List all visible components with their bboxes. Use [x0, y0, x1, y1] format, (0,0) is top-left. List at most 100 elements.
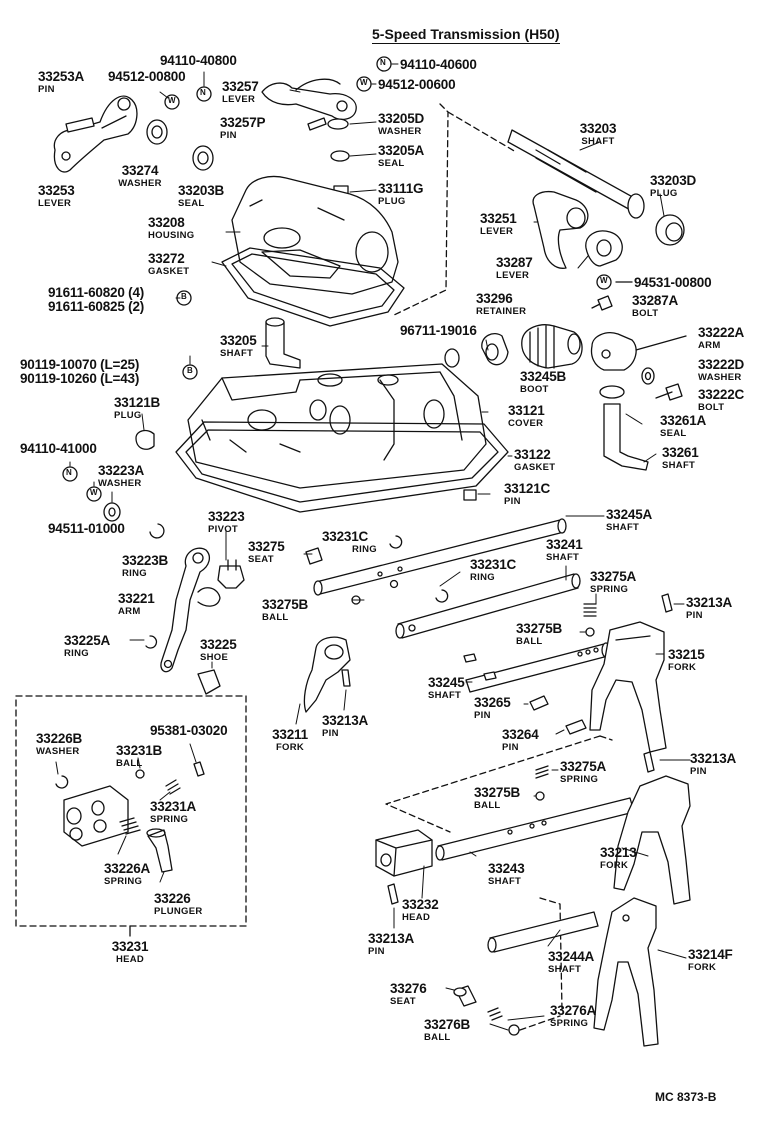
- diagram-title: 5-Speed Transmission (H50): [372, 26, 560, 44]
- pin-small-b: [483, 671, 497, 681]
- pin-33213A-a: [661, 593, 673, 613]
- washer-33226B: [55, 775, 69, 789]
- plug-33121B: [135, 429, 155, 450]
- symbol-n: N: [200, 88, 206, 97]
- arm-33222A: [590, 332, 687, 371]
- fork-33213: [613, 775, 691, 905]
- ball-33275B-extra: [389, 579, 399, 589]
- label-94512-00800: 94512-00800: [108, 69, 186, 84]
- symbol-b: B: [181, 292, 187, 301]
- pin-33265: [529, 695, 549, 711]
- pin-33264: [565, 719, 587, 735]
- ball-33231B: [135, 769, 145, 779]
- pin-33213A-c: [643, 751, 655, 773]
- shaft-33245A: [313, 518, 567, 596]
- ring-33231C-a: [389, 535, 403, 549]
- shaft-33205: [265, 317, 301, 369]
- cover-33121: [187, 363, 487, 489]
- pin-33213A-b: [341, 669, 351, 687]
- label-91611-60825: 91611-60825 (2): [48, 299, 145, 314]
- leader-lines: [55, 63, 691, 1031]
- dashed-guide-housing: [391, 103, 449, 317]
- ring-96711-19016: [444, 348, 460, 368]
- lever-33251: [532, 190, 589, 269]
- head-33231-body: [63, 785, 129, 847]
- head-33232: [375, 829, 433, 877]
- seal-33203B: [192, 145, 214, 171]
- seat-33275: [305, 547, 323, 565]
- symbol-w: W: [90, 488, 98, 497]
- washer-33223A: [103, 502, 121, 522]
- label-90119-10070: 90119-10070 (L=25): [20, 357, 140, 372]
- plunger-33226: [146, 828, 173, 873]
- pin-33213A-d: [387, 883, 399, 905]
- ring-33223B: [149, 523, 165, 539]
- lever-33287: [585, 230, 623, 267]
- symbol-n: N: [66, 468, 72, 477]
- shaft-33245: [465, 642, 611, 693]
- seal-33205A: [330, 150, 350, 162]
- label-94511-01000: 94511-01000: [48, 521, 125, 536]
- spring-33276A: [487, 1007, 503, 1021]
- pin-95381: [193, 761, 205, 777]
- shaft-33203: [507, 129, 645, 219]
- pin-33121C: [463, 489, 477, 501]
- dashed-guide-lower-c: [539, 897, 563, 1011]
- lever-33253: [53, 95, 138, 173]
- label-94110-41000: 94110-41000: [20, 441, 97, 456]
- boot-33245B: [521, 324, 583, 369]
- label-95381-03020: 95381-03020: [150, 723, 228, 738]
- fork-33214F: [593, 897, 659, 1047]
- ball-33275B-c: [535, 791, 545, 801]
- head-33231-box: [15, 695, 247, 927]
- symbol-w: W: [168, 96, 176, 105]
- label-94531-00800: 94531-00800: [634, 275, 712, 290]
- gasket-33272: [221, 247, 405, 327]
- pin-33253A: [65, 117, 95, 133]
- shaft-33243: [435, 797, 635, 861]
- lever-33257: [261, 78, 357, 121]
